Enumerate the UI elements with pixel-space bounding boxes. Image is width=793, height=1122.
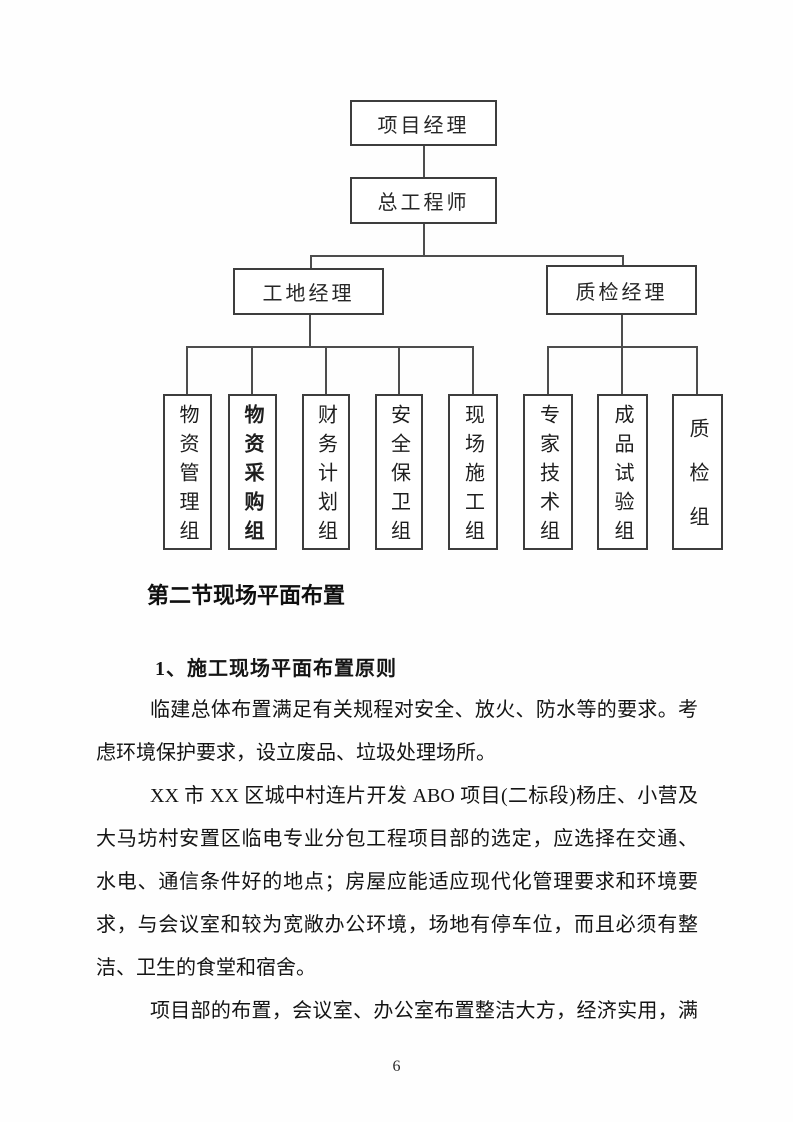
org-node-finance-planning-group: 财务计划组 [302, 394, 350, 550]
connector-line [325, 346, 327, 394]
connector-line [423, 146, 425, 179]
org-node-label: 项目经理 [377, 114, 470, 137]
org-node-expert-technical-group: 专家技术组 [523, 394, 573, 550]
body-text: 临建总体布置满足有关规程对安全、放火、防水等的要求。考 虑环境保护要求，设立废品… [96, 689, 698, 1033]
paragraph-line: 临建总体布置满足有关规程对安全、放火、防水等的要求。考 [150, 699, 698, 721]
paragraph-line: 项目部的布置，会议室、办公室布置整洁大方，经济实用，满 [150, 1000, 698, 1022]
paragraph-line: 虑环境保护要求，设立废品、垃圾处理场所。 [96, 742, 496, 764]
org-node-safety-guard-group: 安全保卫组 [375, 394, 423, 550]
org-node-chief-engineer: 总工程师 [350, 177, 497, 224]
org-node-label: 物资管理组 [176, 404, 198, 549]
page-number: 6 [392, 1058, 401, 1075]
org-node-project-manager: 项目经理 [350, 100, 497, 146]
org-node-material-procurement-group: 物资采购组 [228, 394, 277, 550]
connector-line [398, 346, 400, 394]
connector-line [621, 315, 623, 348]
org-node-label: 质检组 [686, 418, 708, 550]
paragraph-line: 水电、通信条件好的地点；房屋应能适应现代化管理要求和环境要 [96, 871, 698, 893]
org-node-label: 工地经理 [262, 283, 355, 305]
org-node-material-management-group: 物资管理组 [163, 394, 212, 550]
org-node-site-construction-group: 现场施工组 [448, 394, 498, 550]
connector-line [423, 224, 425, 257]
paragraph-line: 大马坊村安置区临电专业分包工程项目部的选定，应选择在交通、 [96, 828, 698, 850]
connector-line [310, 255, 624, 257]
org-node-label: 现场施工组 [461, 404, 484, 549]
connector-line [696, 346, 698, 394]
org-node-label: 物资采购组 [241, 404, 263, 549]
connector-line [309, 315, 311, 348]
org-node-quality-inspection-group: 质检组 [672, 394, 723, 550]
org-node-label: 质检经理 [575, 281, 668, 304]
org-node-label: 成品试验组 [611, 404, 633, 549]
list-item-principles: 1、施工现场平面布置原则 [155, 658, 397, 680]
org-node-label: 安全保卫组 [387, 404, 410, 549]
connector-line [187, 346, 474, 348]
connector-line [310, 255, 312, 270]
org-node-label: 专家技术组 [536, 404, 559, 549]
connector-line [547, 346, 549, 394]
org-chart: 项目经理 总工程师 工地经理 质检经理 物资管理组 物资采购组 财务计划组 安全… [163, 100, 723, 550]
connector-line [621, 346, 623, 394]
paragraph-line: 洁、卫生的食堂和宿舍。 [96, 957, 316, 979]
org-node-site-manager: 工地经理 [233, 268, 384, 315]
connector-line [251, 346, 253, 394]
connector-line [186, 346, 188, 394]
paragraph-line: XX 市 XX 区城中村连片开发 ABO 项目(二标段)杨庄、小营及 [150, 785, 698, 807]
connector-line [472, 346, 474, 394]
org-node-label: 财务计划组 [314, 404, 337, 549]
connector-line [622, 255, 624, 267]
org-node-label: 总工程师 [377, 192, 470, 214]
org-node-qc-manager: 质检经理 [546, 265, 697, 315]
org-node-product-testing-group: 成品试验组 [597, 394, 648, 550]
section-heading: 第二节现场平面布置 [147, 583, 346, 608]
paragraph-line: 求，与会议室和较为宽敞办公环境，场地有停车位，而且必须有整 [96, 914, 698, 936]
